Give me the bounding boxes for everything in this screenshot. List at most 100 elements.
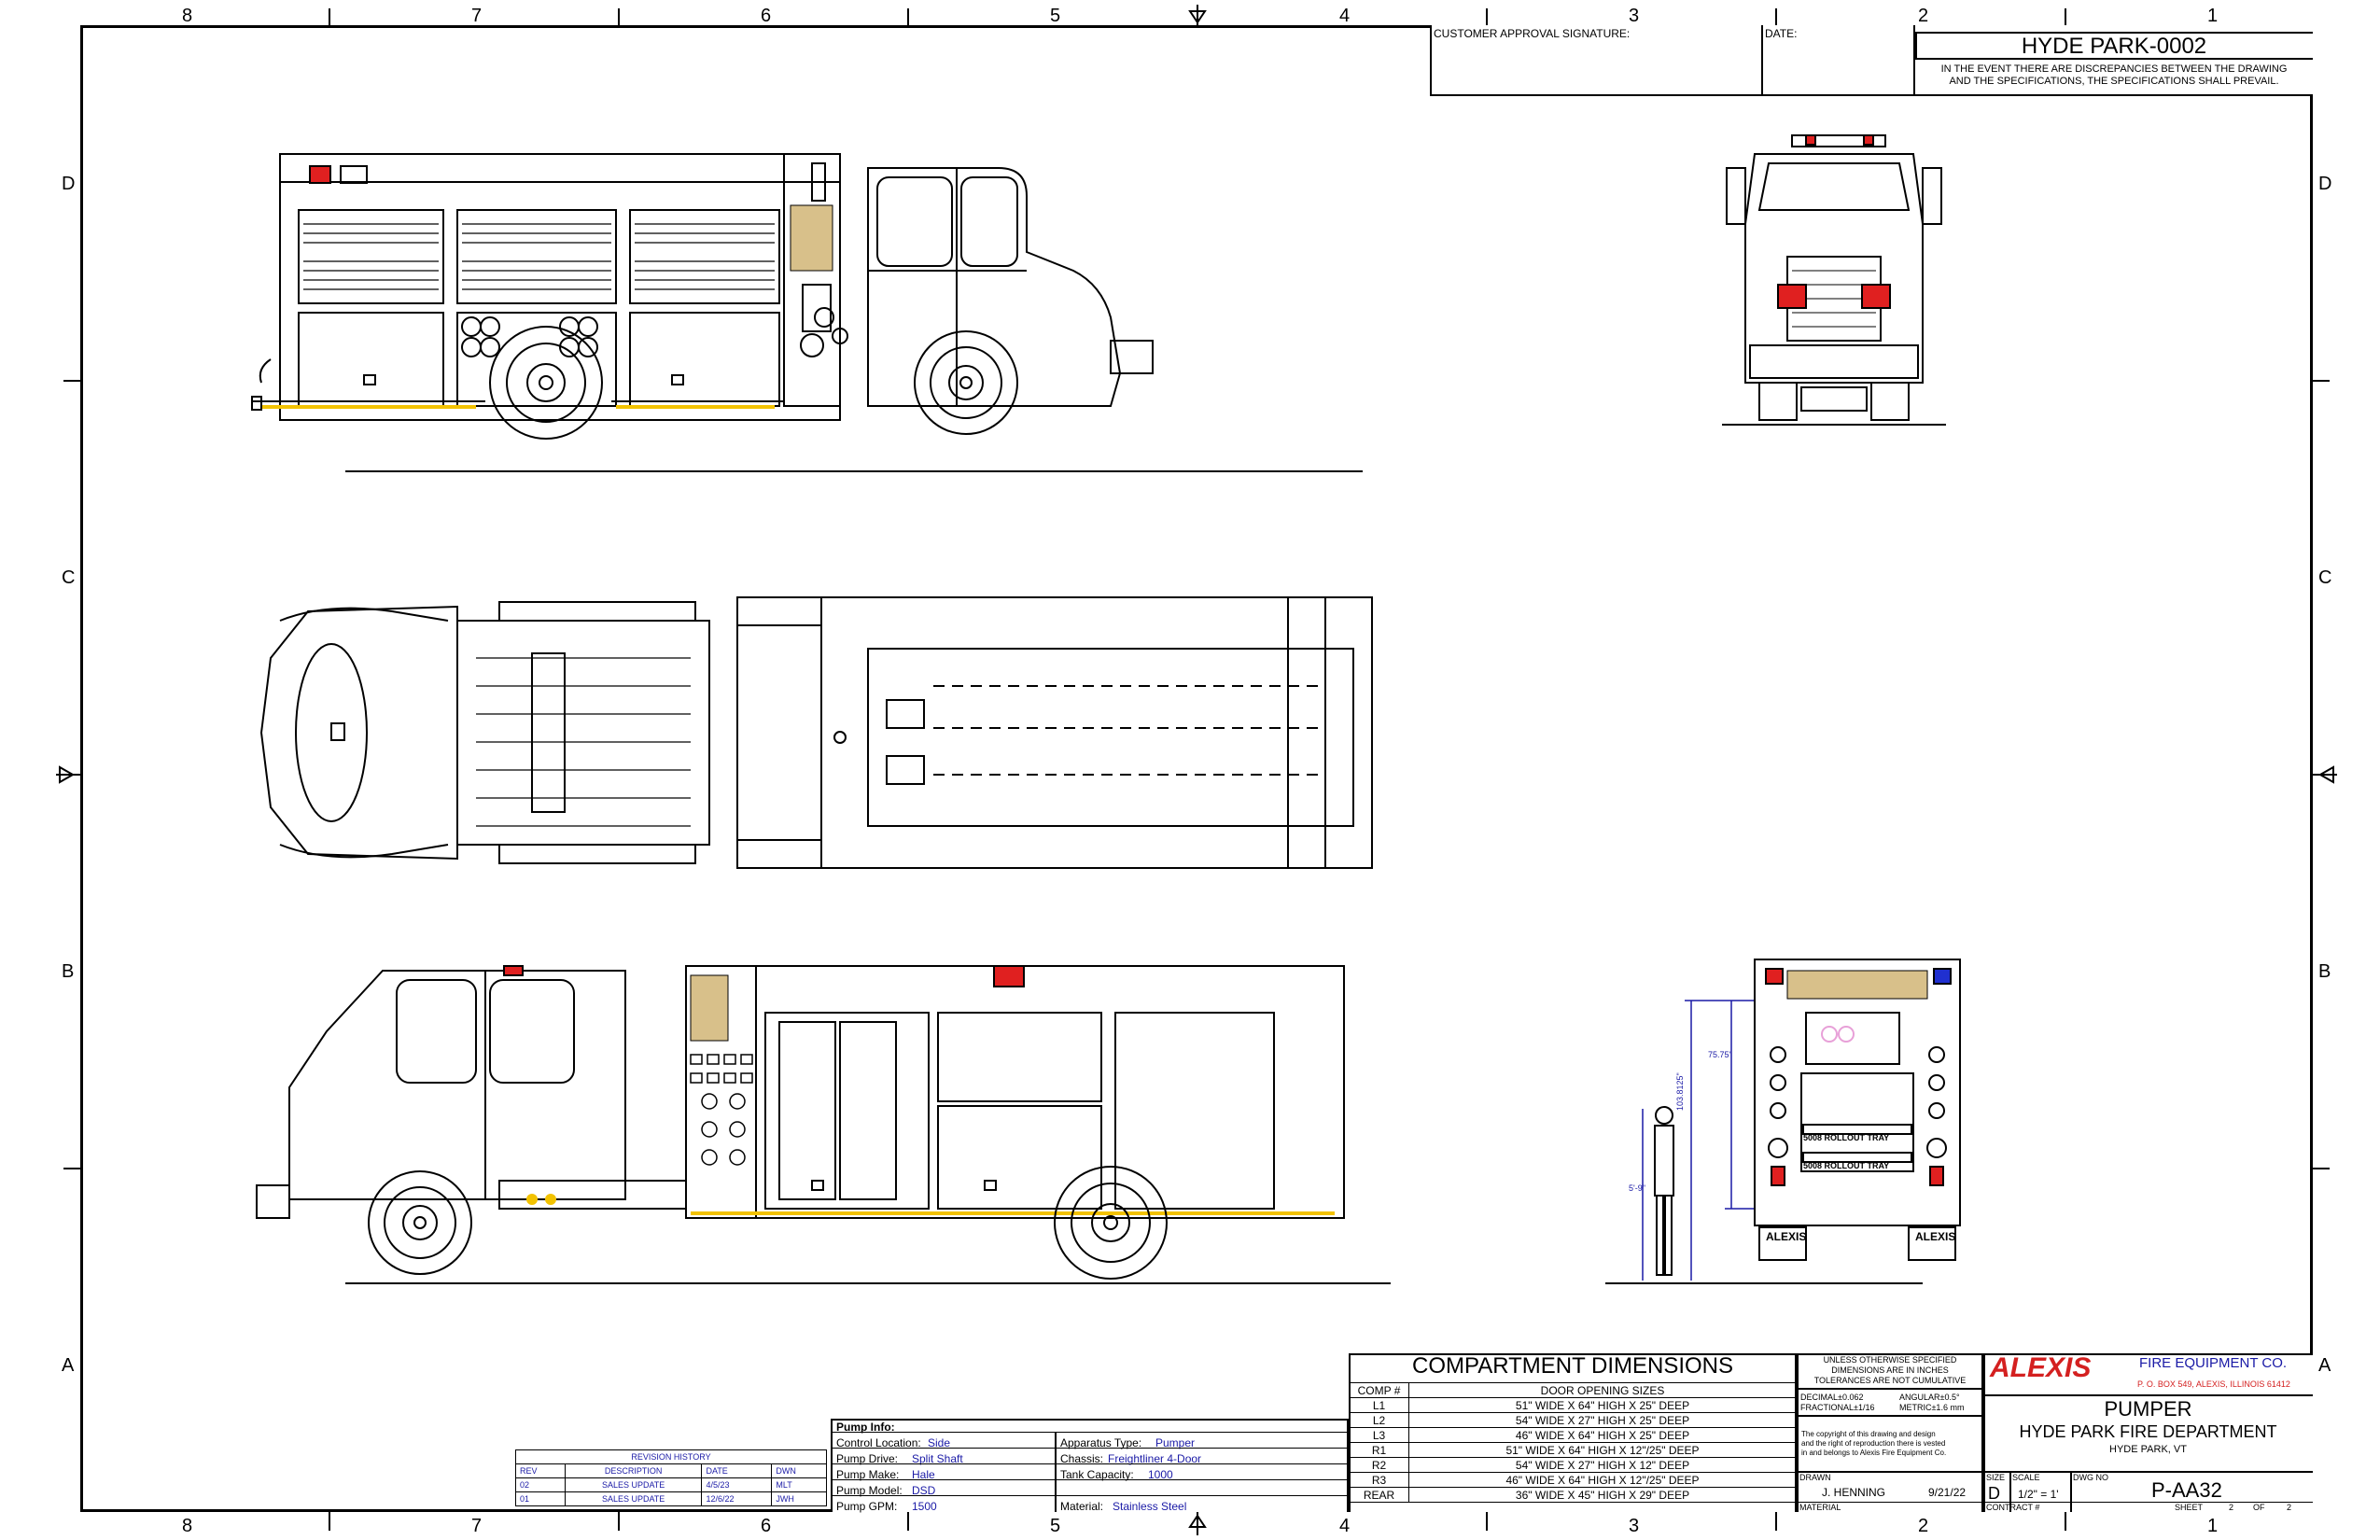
pump-info-rule: [831, 1432, 1349, 1433]
pump-info-block: [831, 1419, 1349, 1512]
comp-size: 46" WIDE X 64" HIGH X 12"/25" DEEP: [1408, 1472, 1797, 1488]
rev-cell: 01: [515, 1491, 566, 1506]
apparatus-info-label: Tank Capacity:: [1060, 1468, 1134, 1481]
drawing-title: PUMPER: [2104, 1397, 2192, 1421]
tolerance-rule: [1797, 1415, 1983, 1417]
company-name: FIRE EQUIPMENT CO.: [2139, 1355, 2288, 1371]
pump-info-value: Side: [928, 1436, 951, 1449]
comp-size: 54" WIDE X 27" HIGH X 12" DEEP: [1408, 1457, 1797, 1473]
customer-approval-label: CUSTOMER APPROVAL SIGNATURE:: [1434, 27, 1631, 40]
pump-info-value: Hale: [912, 1468, 935, 1481]
pump-info-value: Split Shaft: [912, 1452, 963, 1465]
sheet-label: SHEET: [2175, 1503, 2204, 1512]
title-vrule: [2070, 1471, 2072, 1512]
pump-info-label: Control Location:: [836, 1436, 921, 1449]
comp-header-size: DOOR OPENING SIZES: [1408, 1382, 1797, 1398]
material-label: MATERIAL: [1799, 1503, 1841, 1512]
front-view: [1722, 134, 1946, 426]
zone-col-7-bottom: 7: [471, 1516, 483, 1536]
apparatus-info-value: Stainless Steel: [1113, 1500, 1187, 1513]
zone-col-7: 7: [471, 6, 483, 26]
comp-id: R2: [1349, 1457, 1409, 1473]
rev-cell: MLT: [771, 1477, 827, 1492]
zone-col-6-bottom: 6: [761, 1516, 772, 1536]
pump-info-value: DSD: [912, 1484, 936, 1497]
rear-tray-label-2: 5008 ROLLOUT TRAY: [1803, 1161, 1890, 1170]
tolerance-line-1: UNLESS OTHERWISE SPECIFIED: [1823, 1355, 1957, 1365]
rev-cell: JWH: [771, 1491, 827, 1506]
zone-col-6: 6: [761, 6, 772, 26]
zone-col-3: 3: [1629, 6, 1640, 26]
pump-info-label: Pump Drive:: [836, 1452, 899, 1465]
zone-row-c: C: [62, 567, 76, 588]
pump-info-label: Pump Make:: [836, 1468, 900, 1481]
tolerance-line-2: DIMENSIONS ARE IN INCHES: [1831, 1365, 1949, 1375]
rev-header-dwn: DWN: [771, 1463, 827, 1478]
comp-header-id: COMP #: [1349, 1382, 1409, 1398]
apparatus-info-label: Chassis:: [1060, 1452, 1104, 1465]
zone-row-a-right: A: [2318, 1355, 2331, 1376]
comp-id: R3: [1349, 1472, 1409, 1488]
top-view: [259, 596, 1373, 869]
zone-col-3-bottom: 3: [1629, 1516, 1640, 1536]
rev-header-rev: REV: [515, 1463, 566, 1478]
customer-approval-field[interactable]: [1430, 25, 1763, 96]
contract-label: CONTRACT #: [1986, 1503, 2040, 1512]
rear-badge-right: ALEXIS: [1915, 1230, 1956, 1243]
pump-info-value: 1500: [912, 1500, 937, 1513]
alexis-logo: ALEXIS: [1990, 1352, 2092, 1383]
warning-light-rear: [309, 165, 331, 184]
sheet-number: 2: [2229, 1503, 2234, 1512]
comp-id: R1: [1349, 1442, 1409, 1458]
zone-row-b-right: B: [2318, 961, 2331, 982]
revision-history-table: REVISION HISTORY REV DESCRIPTION DATE DW…: [515, 1449, 827, 1506]
zone-col-8: 8: [182, 6, 193, 26]
rev-cell: 12/6/22: [701, 1491, 773, 1506]
roll-up-doors: [298, 209, 780, 304]
drawn-date: 9/21/22: [1928, 1486, 1967, 1499]
tolerance-rule: [1797, 1388, 1983, 1390]
zone-col-1-bottom: 1: [2207, 1516, 2219, 1536]
zone-col-2-bottom: 2: [1918, 1516, 1929, 1536]
approval-date-field[interactable]: [1761, 25, 1915, 96]
title-rule: [1797, 1471, 2313, 1473]
comp-size: 51" WIDE X 64" HIGH X 25" DEEP: [1408, 1397, 1797, 1413]
scale-figure: [1654, 1106, 1674, 1276]
drawing-number: P-AA32: [2151, 1478, 2222, 1502]
comp-id: L1: [1349, 1397, 1409, 1413]
apparatus-info-value: Pumper: [1155, 1436, 1196, 1449]
copyright-line-1: The copyright of this drawing and design: [1801, 1430, 1936, 1438]
zone-row-d: D: [62, 174, 76, 194]
sheet-size: D: [1988, 1484, 2000, 1503]
pump-info-rule: [831, 1479, 1349, 1480]
table-row: 01 SALES UPDATE 12/6/22 JWH: [515, 1491, 827, 1506]
drawing-id: HYDE PARK-0002: [2021, 34, 2207, 59]
customer-location: HYDE PARK, VT: [2109, 1444, 2187, 1455]
pump-info-rule: [831, 1495, 1349, 1496]
apparatus-info-value: Freightliner 4-Door: [1108, 1452, 1202, 1465]
comp-size: 54" WIDE X 27" HIGH X 25" DEEP: [1408, 1412, 1797, 1428]
apparatus-info-value: 1000: [1148, 1468, 1173, 1481]
revision-history-title: REVISION HISTORY: [515, 1449, 827, 1464]
drawing-id-box: [1915, 32, 2313, 60]
copyright-line-2: and the right of reproduction there is v…: [1801, 1439, 1946, 1448]
dim-body-height: 75.75": [1708, 1050, 1732, 1059]
rev-cell: 4/5/23: [701, 1477, 773, 1492]
pump-info-label: Pump GPM:: [836, 1500, 898, 1513]
pump-info-rule: [831, 1463, 1349, 1464]
rev-header-date: DATE: [701, 1463, 773, 1478]
rear-tray-label-1: 5008 ROLLOUT TRAY: [1803, 1133, 1890, 1142]
title-vrule: [2009, 1471, 2011, 1512]
title-rule: [1797, 1502, 2313, 1503]
zone-col-5-bottom: 5: [1050, 1516, 1061, 1536]
discrepancy-note-2: AND THE SPECIFICATIONS, THE SPECIFICATIO…: [1949, 76, 2279, 87]
compartment-dimensions-title: COMPARTMENT DIMENSIONS: [1411, 1353, 1734, 1379]
rev-cell: SALES UPDATE: [564, 1491, 703, 1506]
pump-info-label: Pump Model:: [836, 1484, 903, 1497]
dim-figure-height: 5'-9": [1629, 1183, 1645, 1193]
title-block: [1983, 1353, 2313, 1512]
zone-row-c-right: C: [2318, 567, 2332, 588]
